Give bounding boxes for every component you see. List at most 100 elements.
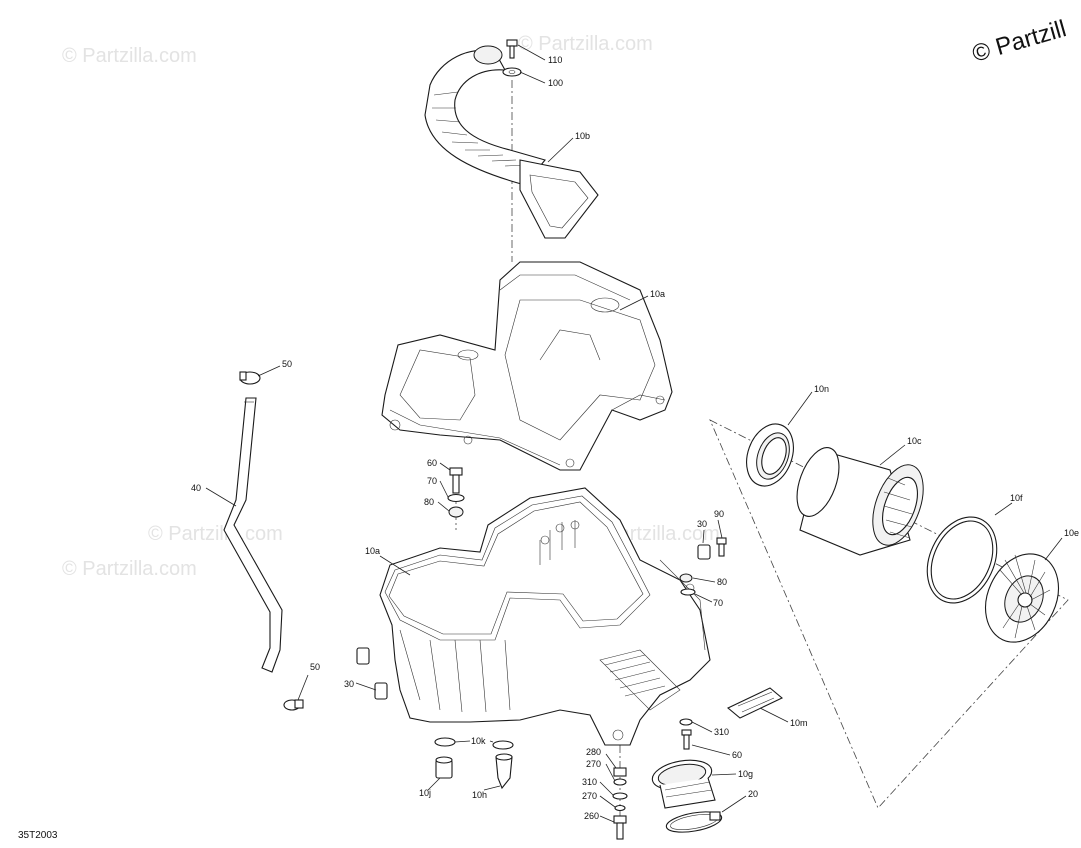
washer-100 <box>502 67 522 77</box>
callout-10m: 10m <box>790 718 808 728</box>
watermark: © Partzilla.com <box>148 523 283 545</box>
grommet-80-right <box>679 573 693 583</box>
leader-60-left <box>439 462 451 471</box>
callout-110: 110 <box>548 55 562 65</box>
leader-10h <box>483 785 501 791</box>
callout-30-right: 30 <box>697 519 707 529</box>
clip-10k-left <box>434 737 456 747</box>
leader-20 <box>721 795 747 813</box>
callout-80-right: 80 <box>717 577 727 587</box>
leader-50-bottom <box>297 674 309 701</box>
callout-60-right: 60 <box>732 750 742 760</box>
leader-110 <box>517 44 546 61</box>
leader-10j <box>427 777 441 791</box>
copyright-text: © Partzill <box>969 15 1069 68</box>
leader-90 <box>717 519 723 539</box>
nut-280 <box>613 767 627 777</box>
callout-310-bottom: 310 <box>582 777 597 787</box>
washer-310-bottom <box>612 792 628 800</box>
bolt-60-left <box>449 467 463 494</box>
callout-50-bottom: 50 <box>310 662 320 672</box>
leader-280 <box>605 753 617 769</box>
callout-10g: 10g <box>738 769 753 779</box>
leader-10c <box>879 444 906 466</box>
callout-10k: 10k <box>471 736 486 746</box>
leader-10n <box>787 391 813 426</box>
watermark: © Partzilla.com <box>518 33 653 55</box>
callout-10b: 10b <box>575 131 590 141</box>
watermark: © Partzilla.com <box>62 558 197 580</box>
leader-310-top <box>691 721 713 733</box>
leader-40 <box>205 487 237 507</box>
washer-270-bottom <box>614 804 626 812</box>
callout-10f: 10f <box>1010 493 1023 503</box>
hose-clamp-50-top <box>239 371 261 385</box>
callout-10h: 10h <box>472 790 487 800</box>
callout-70-left: 70 <box>427 476 437 486</box>
leader-60-right <box>691 744 731 756</box>
leader-10a-bottom <box>379 555 411 576</box>
bolt-90 <box>716 537 727 557</box>
clip-10k-right <box>492 740 514 750</box>
leader-260 <box>599 815 615 823</box>
leader-270-bottom <box>599 795 616 808</box>
callout-270-top: 270 <box>586 759 601 769</box>
drain-10h <box>495 753 513 790</box>
leader-80-left <box>437 501 450 512</box>
leader-30-right <box>702 529 705 544</box>
washer-270-top <box>613 778 627 786</box>
callout-280: 280 <box>586 747 601 757</box>
callout-310-top: 310 <box>714 727 729 737</box>
washer-70-right <box>680 588 696 596</box>
callout-10n: 10n <box>814 384 829 394</box>
leader-100 <box>519 71 546 84</box>
leader-70-right <box>694 593 713 603</box>
hose-clamp-50-bottom <box>283 699 304 711</box>
callout-80-left: 80 <box>424 497 434 507</box>
leader-10g <box>711 773 737 776</box>
callout-10a-top: 10a <box>650 289 665 299</box>
leader-10b <box>547 137 574 163</box>
leader-70-left <box>439 480 449 498</box>
washer-70-left <box>447 493 465 503</box>
callout-10a-bottom: 10a <box>365 546 380 556</box>
breather-hose-40 <box>223 397 283 673</box>
watermark: © Partzilla.com <box>62 45 197 67</box>
leader-50-top <box>257 365 281 377</box>
leader-80-right <box>692 577 716 583</box>
callout-100: 100 <box>548 78 563 88</box>
callout-50-top: 50 <box>282 359 292 369</box>
leader-10a-top <box>619 295 649 311</box>
grommet-80-left <box>448 506 464 518</box>
callout-270-bottom: 270 <box>582 791 597 801</box>
callout-60-left: 60 <box>427 458 437 468</box>
leader-270-top <box>605 763 616 782</box>
label-10m <box>726 687 784 719</box>
intake-hose-10b <box>424 45 599 239</box>
drain-10j <box>435 756 453 779</box>
adapter-10g <box>651 759 716 809</box>
callout-260: 260 <box>584 811 599 821</box>
clip-nut-30-right <box>697 544 711 560</box>
o-ring-10f <box>926 516 998 604</box>
leader-10m <box>759 707 789 723</box>
callout-40: 40 <box>191 483 201 493</box>
callout-10j: 10j <box>419 788 431 798</box>
seal-ring-10n <box>746 423 794 487</box>
clip-nut-30-left <box>356 647 388 700</box>
leader-10k <box>454 740 494 743</box>
bolt-60-right <box>681 729 692 750</box>
callout-90: 90 <box>714 509 724 519</box>
callout-10e: 10e <box>1064 528 1079 538</box>
end-cap-10e <box>985 553 1059 643</box>
bolt-260 <box>613 815 627 840</box>
callout-20: 20 <box>748 789 758 799</box>
callout-30-left: 30 <box>344 679 354 689</box>
airbox-base-10a <box>379 487 711 746</box>
callout-10c: 10c <box>907 436 922 446</box>
airbox-cover-10a <box>381 261 673 471</box>
screw-110 <box>506 39 518 59</box>
clamp-20 <box>665 811 723 833</box>
callout-70-right: 70 <box>713 598 723 608</box>
